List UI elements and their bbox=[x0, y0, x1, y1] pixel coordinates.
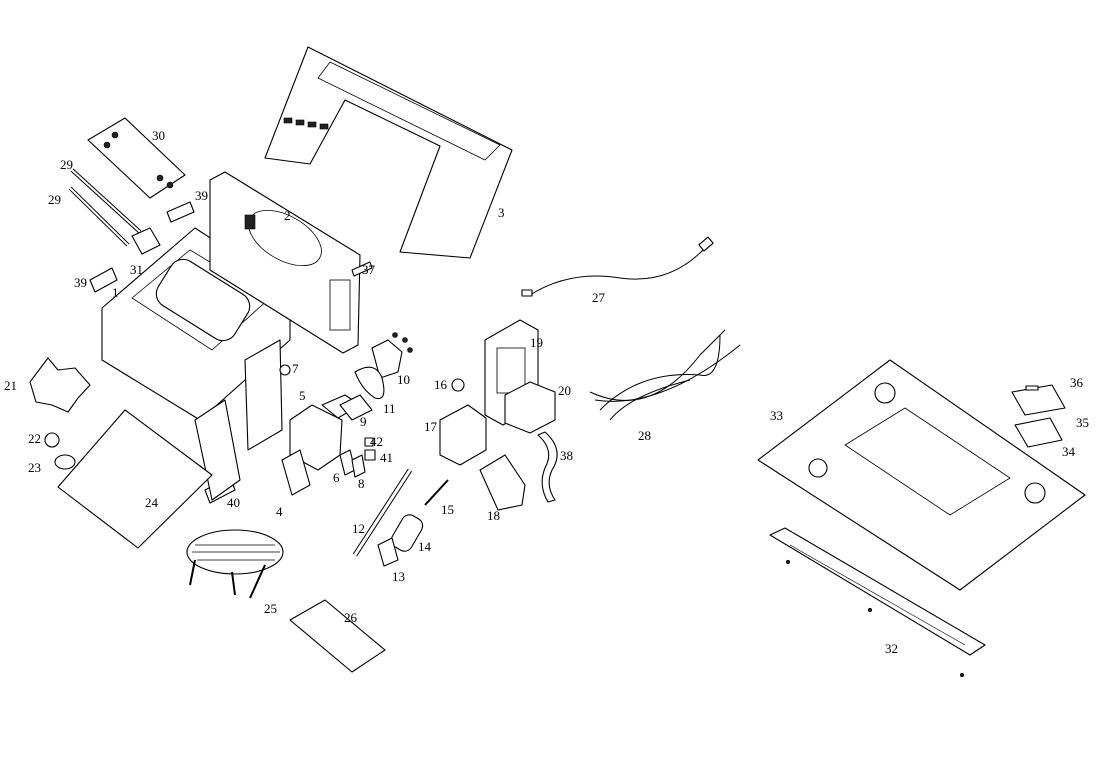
grill-rack bbox=[186, 529, 284, 599]
part-label-8: 8 bbox=[358, 476, 365, 491]
part-label-38: 38 bbox=[560, 448, 573, 463]
part-label-14: 14 bbox=[418, 539, 432, 554]
part-label-12: 12 bbox=[352, 521, 365, 536]
part-label-27: 27 bbox=[592, 290, 606, 305]
base-plate bbox=[757, 359, 1086, 591]
part-label-2: 2 bbox=[284, 208, 291, 223]
part-label-42: 42 bbox=[370, 434, 383, 449]
part-label-21: 21 bbox=[4, 378, 17, 393]
part-label-30: 30 bbox=[152, 128, 165, 143]
part-label-7: 7 bbox=[292, 361, 299, 376]
hinge-brackets bbox=[1011, 384, 1066, 448]
door-rods bbox=[68, 168, 161, 255]
part-label-1: 1 bbox=[112, 285, 119, 300]
wave-guide-cover bbox=[289, 599, 386, 673]
part-label-4: 4 bbox=[276, 504, 283, 519]
outer-cover bbox=[264, 46, 513, 259]
part-label-26: 26 bbox=[344, 610, 358, 625]
fan-motor-assembly bbox=[354, 332, 413, 400]
part-label-34: 34 bbox=[1062, 444, 1076, 459]
wire-harness-28 bbox=[589, 329, 741, 421]
part-label-35: 35 bbox=[1076, 415, 1089, 430]
part-label-39-left: 39 bbox=[74, 275, 87, 290]
part-label-18: 18 bbox=[487, 508, 500, 523]
high-voltage-components bbox=[352, 468, 449, 567]
transformer-and-switches bbox=[279, 364, 376, 496]
part-label-5: 5 bbox=[299, 388, 306, 403]
hinge-plate bbox=[87, 117, 186, 199]
part-label-33: 33 bbox=[770, 408, 783, 423]
part-label-40: 40 bbox=[227, 495, 240, 510]
part-label-9: 9 bbox=[360, 414, 367, 429]
wire-harness-38 bbox=[537, 431, 558, 503]
back-panel bbox=[209, 171, 373, 354]
part-label-10: 10 bbox=[397, 372, 410, 387]
turntable-assembly bbox=[29, 357, 213, 549]
part-label-16: 16 bbox=[434, 377, 448, 392]
part-label-29-bottom: 29 bbox=[48, 192, 61, 207]
part-label-22: 22 bbox=[28, 431, 41, 446]
power-cord bbox=[521, 236, 714, 297]
part-label-32: 32 bbox=[885, 641, 898, 656]
part-label-19: 19 bbox=[530, 335, 543, 350]
part-label-24: 24 bbox=[145, 495, 159, 510]
part-label-15: 15 bbox=[441, 502, 454, 517]
magnetron-and-waveguide bbox=[439, 319, 556, 511]
part-label-20: 20 bbox=[558, 383, 571, 398]
part-label-23: 23 bbox=[28, 460, 41, 475]
part-label-28: 28 bbox=[638, 428, 651, 443]
part-label-11: 11 bbox=[383, 401, 396, 416]
part-label-41: 41 bbox=[380, 450, 393, 465]
part-labels: 1 2 3 4 5 6 7 8 9 10 11 12 13 14 15 16 1… bbox=[4, 128, 1089, 656]
part-label-31: 31 bbox=[130, 262, 143, 277]
part-label-37: 37 bbox=[362, 262, 376, 277]
part-label-3: 3 bbox=[498, 205, 505, 220]
part-label-25: 25 bbox=[264, 601, 277, 616]
part-label-29-top: 29 bbox=[60, 157, 73, 172]
part-label-39-top: 39 bbox=[195, 188, 208, 203]
part-label-13: 13 bbox=[392, 569, 405, 584]
part-label-6: 6 bbox=[333, 470, 340, 485]
front-trim bbox=[769, 527, 986, 678]
part-label-36: 36 bbox=[1070, 375, 1084, 390]
part-label-17: 17 bbox=[424, 419, 438, 434]
